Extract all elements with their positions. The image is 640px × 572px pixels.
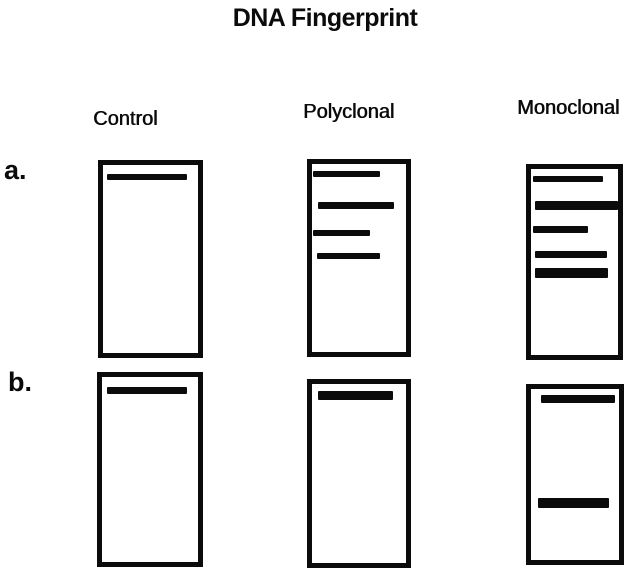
dna-band — [535, 268, 608, 278]
dna-band — [313, 230, 370, 236]
gel-lane-a-monoclonal — [526, 164, 623, 360]
gel-lane-b-monoclonal — [526, 384, 624, 565]
gel-lane-a-polyclonal — [307, 159, 411, 357]
column-label-control: Control — [93, 108, 158, 130]
dna-band — [107, 174, 187, 180]
dna-band — [318, 391, 393, 400]
row-label-a: a. — [4, 155, 27, 185]
gel-lane-b-control — [97, 372, 203, 567]
dna-band — [535, 251, 607, 258]
dna-band — [107, 387, 187, 394]
dna-band — [535, 201, 618, 210]
dna-band — [313, 171, 380, 177]
dna-band — [541, 395, 615, 403]
dna-band — [317, 253, 380, 259]
column-label-polyclonal: Polyclonal — [303, 101, 395, 123]
gel-lane-a-control — [98, 160, 203, 358]
column-label-monoclonal: Monoclonal — [517, 97, 620, 119]
figure-title: DNA Fingerprint — [232, 4, 418, 32]
row-label-b: b. — [8, 367, 32, 397]
dna-band — [533, 226, 588, 233]
gel-lane-b-polyclonal — [307, 379, 411, 568]
dna-band — [538, 498, 609, 508]
dna-band — [533, 176, 603, 182]
dna-band — [318, 202, 394, 209]
